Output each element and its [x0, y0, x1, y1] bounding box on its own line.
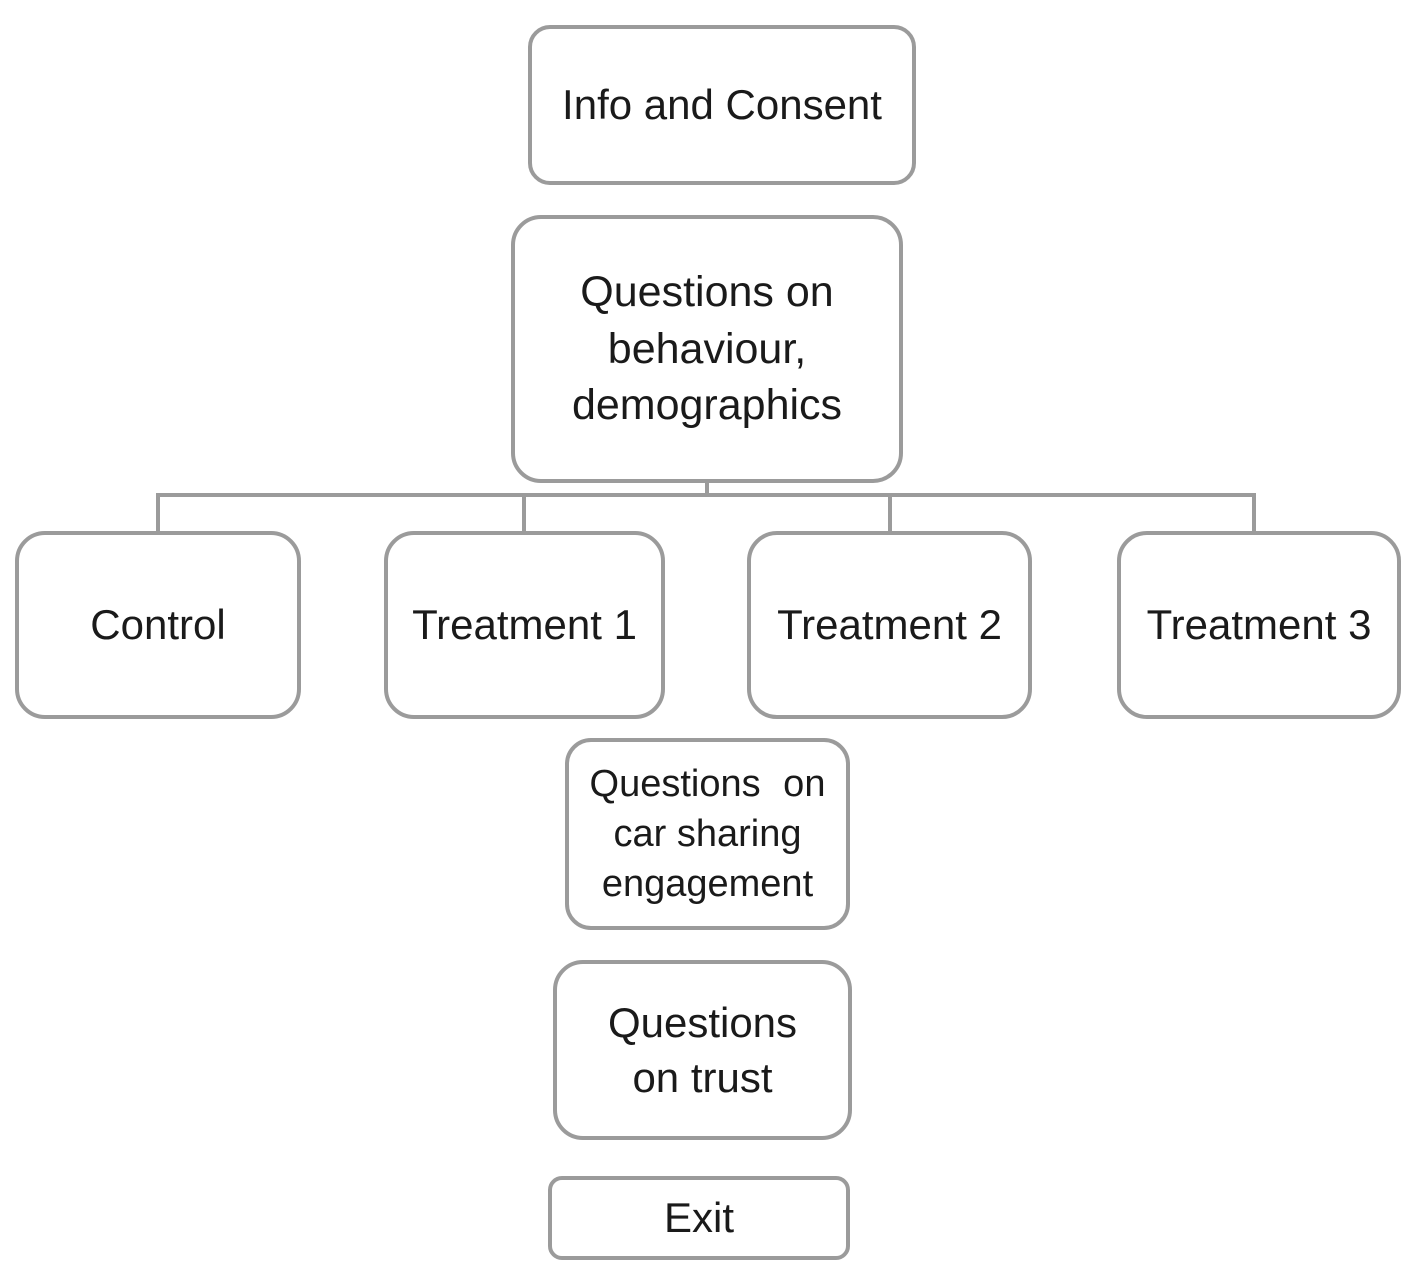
node-questions-on-trust: Questions on trust: [553, 960, 852, 1140]
node-label: Treatment 1: [412, 601, 637, 649]
connector-drop-treatment1: [522, 493, 526, 533]
node-label: Info and Consent: [562, 81, 882, 129]
connector-drop-control: [156, 493, 160, 533]
node-label-line: engagement: [601, 863, 814, 906]
node-treatment-3: Treatment 3: [1117, 531, 1401, 719]
node-exit: Exit: [548, 1176, 850, 1260]
node-questions-car-sharing-engagement: Questions on car sharing engagement: [565, 738, 850, 930]
node-label-line: Questions: [607, 998, 798, 1046]
connector-horizontal-bar: [156, 493, 1256, 497]
node-label: Control: [90, 601, 226, 649]
node-label-line: on trust: [632, 1054, 773, 1101]
node-treatment-1: Treatment 1: [384, 531, 665, 719]
node-label: Treatment 3: [1146, 601, 1372, 649]
node-label-line: Questions on: [589, 762, 826, 805]
node-control: Control: [15, 531, 301, 719]
node-questions-behaviour-demographics: Questions on behaviour, demographics: [511, 215, 903, 483]
connector-drop-treatment2: [888, 493, 892, 533]
node-label: Treatment 2: [777, 601, 1002, 649]
node-info-and-consent: Info and Consent: [528, 25, 916, 185]
node-treatment-2: Treatment 2: [747, 531, 1032, 719]
node-label: Exit: [663, 1194, 734, 1242]
node-label-line: behaviour,: [607, 324, 807, 373]
connector-stub-from-behaviour: [705, 483, 709, 495]
node-label-line: demographics: [571, 381, 843, 430]
node-label-line: car sharing: [613, 812, 802, 855]
node-label-line: Questions on: [580, 267, 834, 316]
connector-drop-treatment3: [1252, 493, 1256, 533]
